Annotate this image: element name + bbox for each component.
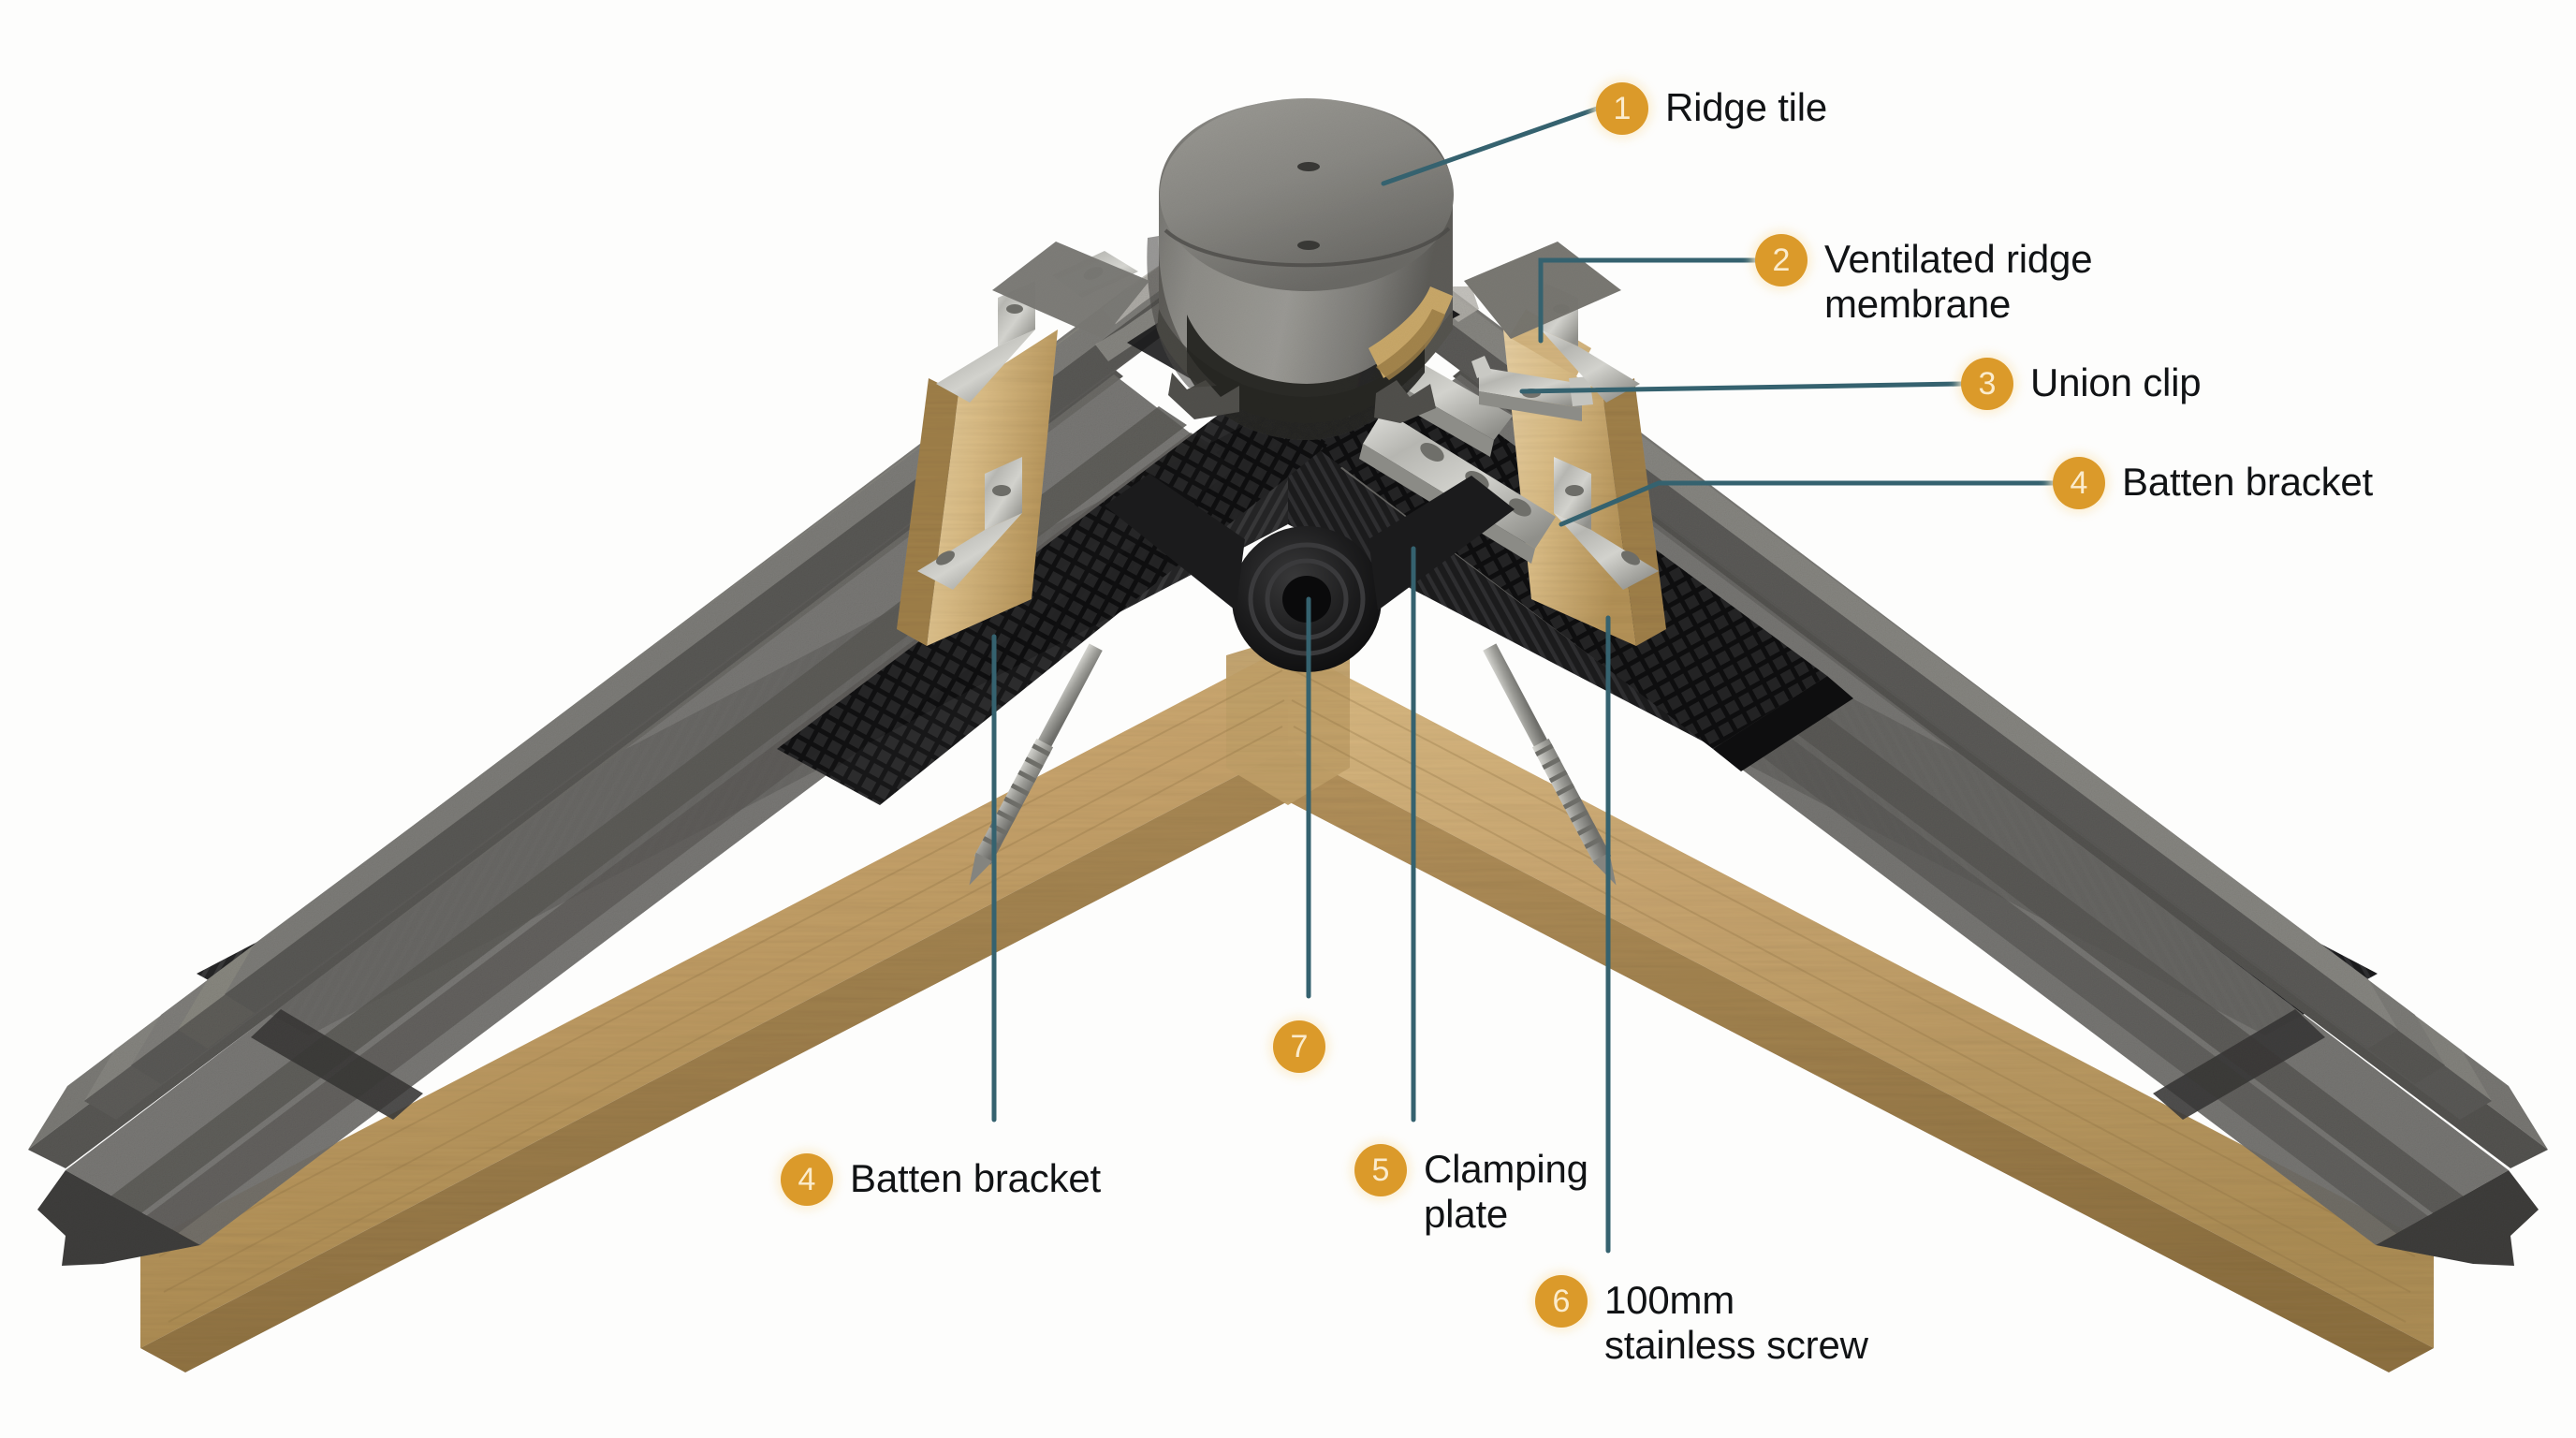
callout-label-4-left: Batten bracket [850,1156,1102,1200]
callout-label-4-right: Batten bracket [2122,460,2374,504]
tile-eave-right [2153,1009,2539,1266]
callout-marker-5[interactable]: 5 [1354,1144,1407,1196]
callout-label-1: Ridge tile [1665,85,1828,129]
tile-eave-left [37,1009,423,1266]
callout-marker-2[interactable]: 2 [1755,234,1808,286]
callout-4-right[interactable]: 4 Batten bracket [2053,457,2373,509]
callout-3[interactable]: 3 Union clip [1961,358,2202,410]
rafter-grain-lines [158,669,2416,1323]
callout-5[interactable]: 5 Clamping plate [1354,1144,1588,1237]
callout-label-6: 100mm stainless screw [1604,1278,1868,1367]
union-clip [1471,356,1593,421]
callout-marker-7[interactable]: 7 [1273,1020,1325,1073]
stainless-screw-right [1483,643,1617,886]
callout-label-3: Union clip [2030,360,2202,404]
callout-marker-6[interactable]: 6 [1535,1275,1588,1328]
callout-label-5: Clamping plate [1424,1147,1588,1236]
callout-6[interactable]: 6 100mm stainless screw [1535,1275,1868,1368]
callout-label-2: Ventilated ridge membrane [1824,237,2093,326]
callout-1[interactable]: 1 Ridge tile [1596,82,1827,135]
callout-leader-lines [991,106,2056,1254]
ridge-tile [1147,98,1454,440]
callout-marker-4-right[interactable]: 4 [2053,457,2105,509]
callout-marker-3[interactable]: 3 [1961,358,2013,410]
callout-4-left[interactable]: 4 Batten bracket [781,1153,1101,1206]
callout-marker-4-left[interactable]: 4 [781,1153,833,1206]
callout-7[interactable]: 7 [1273,1020,1325,1073]
callout-2[interactable]: 2 Ventilated ridge membrane [1755,234,2093,327]
callout-marker-1[interactable]: 1 [1596,82,1648,135]
